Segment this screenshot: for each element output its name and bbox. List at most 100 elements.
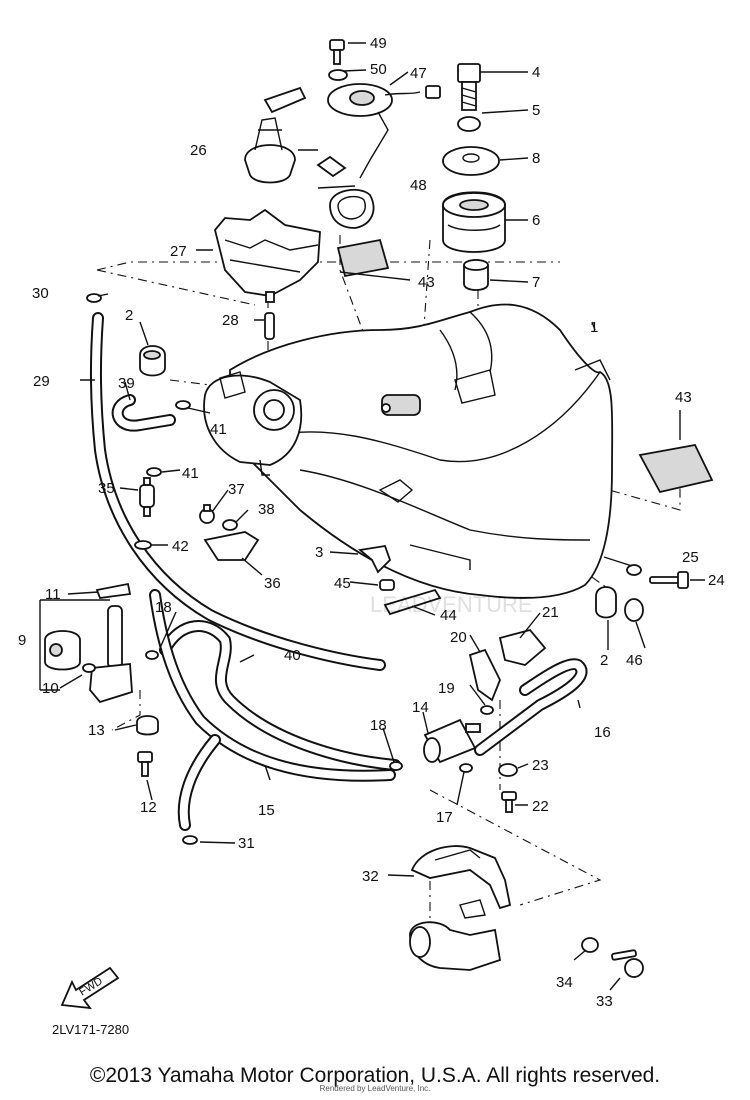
bracket-20 bbox=[468, 648, 501, 702]
callout-40: 40 bbox=[284, 647, 301, 664]
callout-49: 49 bbox=[370, 35, 387, 52]
callout-15: 15 bbox=[258, 802, 275, 819]
fuel-cock-9 bbox=[39, 582, 133, 704]
hose-40 bbox=[159, 620, 401, 771]
callout-12: 12 bbox=[140, 799, 157, 816]
callout-31: 31 bbox=[238, 835, 255, 852]
callout-18: 18 bbox=[155, 599, 172, 616]
watermark: LEADVENTURE bbox=[370, 592, 533, 617]
forward-arrow-icon: FWD bbox=[60, 966, 120, 1010]
callout-28: 28 bbox=[222, 312, 239, 329]
callout-32: 32 bbox=[362, 868, 379, 885]
pin-28 bbox=[264, 312, 275, 340]
callout-37: 37 bbox=[228, 481, 245, 498]
callout-27: 27 bbox=[170, 243, 187, 260]
clip-41-upper bbox=[175, 400, 191, 410]
bracket-36 bbox=[203, 531, 260, 561]
pad-43-top bbox=[336, 238, 390, 278]
drawing-code: 2LV171-7280 bbox=[52, 1022, 129, 1037]
bolt-4 bbox=[457, 63, 481, 111]
callout-38: 38 bbox=[258, 501, 275, 518]
callout-47: 47 bbox=[410, 65, 427, 82]
callout-2: 2 bbox=[125, 307, 133, 324]
callout-26: 26 bbox=[190, 142, 207, 159]
clip-17 bbox=[459, 763, 473, 773]
fuel-level-sender bbox=[316, 83, 441, 179]
nut-25 bbox=[626, 564, 642, 576]
hose-39 bbox=[111, 394, 176, 432]
washer-46 bbox=[624, 598, 644, 622]
washer-38 bbox=[222, 519, 238, 531]
leader-lines bbox=[59, 42, 705, 991]
clip-42 bbox=[134, 540, 152, 550]
clip-19 bbox=[480, 705, 494, 715]
callout-43b: 43 bbox=[675, 389, 692, 406]
hose-16 bbox=[474, 658, 588, 756]
callout-7: 7 bbox=[532, 274, 540, 291]
callout-44: 44 bbox=[440, 607, 457, 624]
clip-31 bbox=[182, 835, 198, 845]
clip-18-upper bbox=[145, 650, 159, 660]
fuel-filter-35 bbox=[139, 477, 155, 517]
callout-14: 14 bbox=[412, 699, 429, 716]
callout-50: 50 bbox=[370, 61, 387, 78]
cap-13 bbox=[136, 715, 159, 736]
watermark-text: LEADVENTURE bbox=[370, 592, 533, 617]
screw-37 bbox=[199, 504, 215, 524]
copyright-footer: ©2013 Yamaha Motor Corporation, U.S.A. A… bbox=[89, 1064, 661, 1087]
fuel-tank-exploded-diagram: LEADVENTURE FWD 2LV171-7280 1 2 2 3 4 5 … bbox=[18, 35, 725, 1037]
callout-34: 34 bbox=[556, 974, 573, 991]
callout-2b: 2 bbox=[600, 652, 608, 669]
callout-20: 20 bbox=[450, 629, 467, 646]
callout-3: 3 bbox=[315, 544, 323, 561]
callout-23: 23 bbox=[532, 757, 549, 774]
strap-44 bbox=[383, 588, 442, 616]
callout-9: 9 bbox=[18, 632, 26, 649]
callout-5: 5 bbox=[532, 102, 540, 119]
bolt-24 bbox=[649, 571, 689, 589]
callout-19: 19 bbox=[438, 680, 455, 697]
callout-41b: 41 bbox=[182, 465, 199, 482]
callout-16: 16 bbox=[594, 724, 611, 741]
fuel-cap bbox=[244, 86, 307, 184]
callout-42: 42 bbox=[172, 538, 189, 555]
fuel-filter-14 bbox=[423, 718, 481, 764]
washer-50 bbox=[328, 69, 348, 81]
damper-6 bbox=[442, 191, 506, 253]
cap-housing bbox=[214, 208, 321, 303]
callout-29: 29 bbox=[33, 373, 50, 390]
nut-23 bbox=[498, 763, 518, 777]
nut-34 bbox=[581, 937, 599, 953]
bolt-33 bbox=[611, 949, 644, 978]
callout-43: 43 bbox=[418, 274, 435, 291]
grommet-2-left bbox=[139, 345, 166, 377]
bolt-49 bbox=[329, 39, 345, 65]
gasket-48 bbox=[329, 188, 375, 229]
bracket-32 bbox=[410, 845, 512, 910]
callout-labels: 1 2 2 3 4 5 6 7 8 9 10 11 12 13 14 15 16… bbox=[18, 35, 725, 1010]
bolt-22 bbox=[501, 791, 517, 813]
fuel-pump-assembly bbox=[409, 899, 502, 971]
pad-43-right bbox=[638, 443, 714, 494]
nut-5 bbox=[457, 116, 481, 132]
clip-18-lower bbox=[389, 761, 403, 771]
callout-18b: 18 bbox=[370, 717, 387, 734]
callout-22: 22 bbox=[532, 798, 549, 815]
callout-33: 33 bbox=[596, 993, 613, 1010]
callout-6: 6 bbox=[532, 212, 540, 229]
valve-3 bbox=[357, 544, 392, 574]
callout-11: 11 bbox=[45, 586, 61, 603]
callout-4: 4 bbox=[532, 64, 540, 81]
callout-35: 35 bbox=[98, 480, 115, 497]
callout-21: 21 bbox=[542, 604, 559, 621]
screw-12 bbox=[137, 751, 153, 777]
callout-8: 8 bbox=[532, 150, 540, 167]
callout-48: 48 bbox=[410, 177, 427, 194]
washer-8 bbox=[442, 146, 500, 176]
callout-46: 46 bbox=[626, 652, 643, 669]
callout-45: 45 bbox=[334, 575, 351, 592]
callout-17: 17 bbox=[436, 809, 453, 826]
fuel-tank bbox=[229, 303, 614, 599]
clip-41-lower bbox=[146, 467, 162, 477]
valve-45 bbox=[379, 579, 395, 591]
